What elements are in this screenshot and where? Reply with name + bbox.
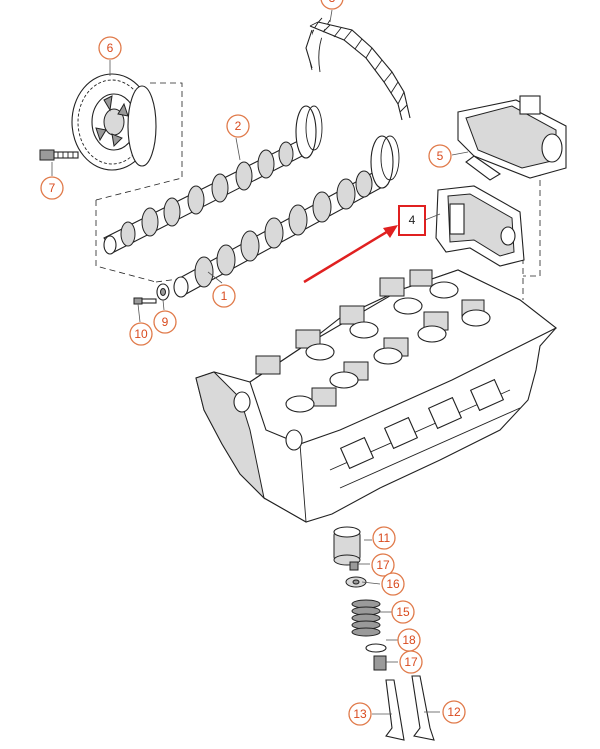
svg-text:7: 7 [49,181,56,195]
svg-text:13: 13 [353,707,367,721]
sprocket-bolt [39,149,79,161]
leader-lines [51,9,469,715]
callout-12: 12 [442,700,466,724]
spring-retainer [345,576,367,588]
callout-9: 9 [153,310,177,334]
callout-10: 10 [129,322,153,346]
chain-tensioner-bracket [435,185,525,267]
svg-text:4: 4 [409,213,416,227]
spring-seat [365,643,387,653]
callout-5: 5 [428,144,452,168]
svg-text:15: 15 [396,605,410,619]
callout-11: 11 [372,526,396,550]
svg-text:17: 17 [376,558,390,572]
svg-text:3: 3 [329,0,336,5]
exhaust-camshaft [103,105,323,255]
callout-16: 17 [371,553,395,577]
svg-text:12: 12 [447,705,461,719]
exhaust-valve [411,675,435,741]
svg-text:10: 10 [134,327,148,341]
camshaft-sprocket [71,73,157,171]
intake-camshaft [173,135,400,298]
callout-14: 15 [391,600,415,624]
svg-text:9: 9 [162,315,169,329]
callout-13: 13 [348,702,372,726]
callout-4: 4 [409,213,416,227]
svg-text:1: 1 [221,289,228,303]
svg-text:16: 16 [386,577,400,591]
callout-2: 2 [226,114,250,138]
svg-text:5: 5 [437,149,444,163]
svg-text:6: 6 [107,41,114,55]
timing-chain [305,17,411,121]
svg-text:11: 11 [378,531,391,545]
svg-text:17: 17 [404,655,418,669]
callout-15: 16 [381,572,405,596]
valve-spring [351,599,381,637]
intake-valve [385,679,405,741]
chain-tensioner [457,95,567,181]
callout-18: 18 [397,628,421,652]
highlight-box [398,205,426,236]
highlight-arrow [303,225,398,284]
svg-text:2: 2 [235,119,242,133]
thrust-washer [156,283,170,301]
callout-17: 17 [399,650,423,674]
valve-keeper [349,561,359,571]
cylinder-head [195,269,558,523]
camshaft-bolt [133,297,157,305]
callout-7: 7 [40,176,64,200]
callout-1: 1 [212,284,236,308]
callout-6: 6 [98,36,122,60]
valve-stem-seal [373,655,387,671]
hydraulic-lifter [333,526,361,566]
svg-text:18: 18 [402,633,416,647]
callout-3: 3 [320,0,344,10]
